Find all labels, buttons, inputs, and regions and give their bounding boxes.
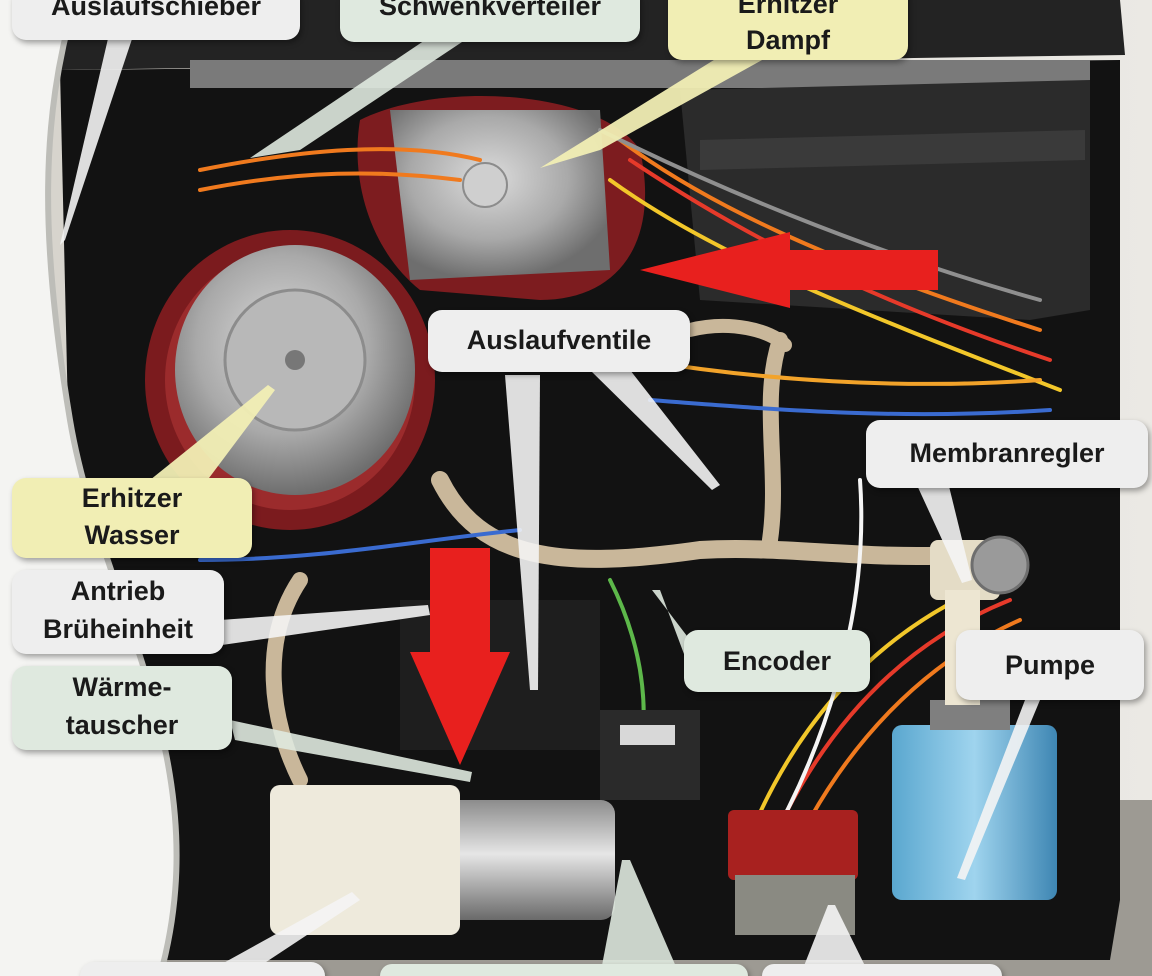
label-warmetauscher-line-1: Wärme- — [72, 672, 172, 702]
label-erhitzer-wasser-line-2: Wasser — [84, 520, 180, 550]
pointer-pumpe — [957, 700, 1040, 880]
pointer-auslaufventile-2 — [505, 375, 540, 690]
tank-ridge — [700, 130, 1085, 170]
label-antrieb-line-2: Brüheinheit — [42, 614, 193, 644]
pointer-bottom-middle — [600, 860, 680, 976]
pointer-auslaufschieber — [60, 30, 135, 245]
label-auslaufschieber: Auslaufschieber — [12, 0, 300, 40]
encoder-connector — [620, 725, 675, 745]
label-erhitzer-wasser: Erhitzer Wasser — [12, 478, 252, 558]
label-erhitzer-dampf-line-1: Erhitzer — [737, 0, 839, 19]
pointer-bottom-left — [200, 892, 360, 976]
membrane-disk — [970, 535, 1030, 595]
hose-vertical — [762, 332, 788, 548]
pointer-erhitzer-wasser — [150, 385, 275, 490]
label-erhitzer-dampf-line-2: Dampf — [745, 25, 830, 55]
pointer-waermetauscher — [230, 720, 472, 782]
label-auslaufventile: Auslaufventile — [428, 310, 690, 372]
housing-edge-shadow — [45, 0, 180, 976]
pointer-membranregler — [910, 470, 972, 583]
pointer-erhitzer-dampf — [540, 50, 780, 168]
label-bottom-left — [80, 962, 325, 976]
label-warmetauscher: Wärme- tauscher — [12, 666, 232, 750]
label-antrieb-line-1: Antrieb — [70, 576, 166, 606]
label-erhitzer-dampf: Erhitzer Dampf — [668, 0, 908, 60]
water-heater-bolt — [285, 350, 305, 370]
red-arrow-horizontal — [640, 232, 938, 308]
pump-body — [892, 725, 1057, 900]
label-membranregler-line-1: Membranregler — [909, 438, 1105, 468]
pointer-schwenkverteiler — [250, 30, 480, 158]
label-auslaufventile-line-1: Auslaufventile — [466, 325, 652, 355]
gearbox — [270, 785, 460, 935]
transformer-coil — [728, 810, 858, 880]
drive-motor — [445, 800, 615, 920]
top-rail — [190, 60, 1090, 88]
label-erhitzer-wasser-line-1: Erhitzer — [81, 483, 183, 513]
label-pumpe-line-1: Pumpe — [1004, 650, 1096, 680]
label-auslaufschieber-line-1: Auslaufschieber — [50, 0, 262, 21]
hose-left — [265, 572, 308, 788]
encoder-block — [600, 710, 700, 800]
label-schwenkverteiler: Schwenkverteiler — [340, 0, 640, 42]
label-membranregler: Membranregler — [866, 420, 1148, 488]
pointer-bottom-right — [800, 905, 870, 976]
steam-heater-bolt — [462, 162, 508, 208]
label-pumpe: Pumpe — [956, 630, 1144, 700]
label-encoder-line-1: Encoder — [722, 646, 832, 676]
label-bottom-middle — [380, 964, 748, 976]
label-encoder: Encoder — [684, 630, 870, 692]
label-bottom-right — [762, 964, 1002, 976]
red-arrow-vertical — [410, 548, 510, 765]
pointer-antrieb — [220, 605, 430, 645]
hose-top — [683, 318, 792, 352]
label-antrieb-bruheinheit: Antrieb Brüheinheit — [12, 570, 224, 654]
pointer-auslaufventile — [590, 370, 720, 490]
label-schwenkverteiler-line-1: Schwenkverteiler — [378, 0, 602, 21]
label-warmetauscher-line-2: tauscher — [65, 710, 179, 740]
